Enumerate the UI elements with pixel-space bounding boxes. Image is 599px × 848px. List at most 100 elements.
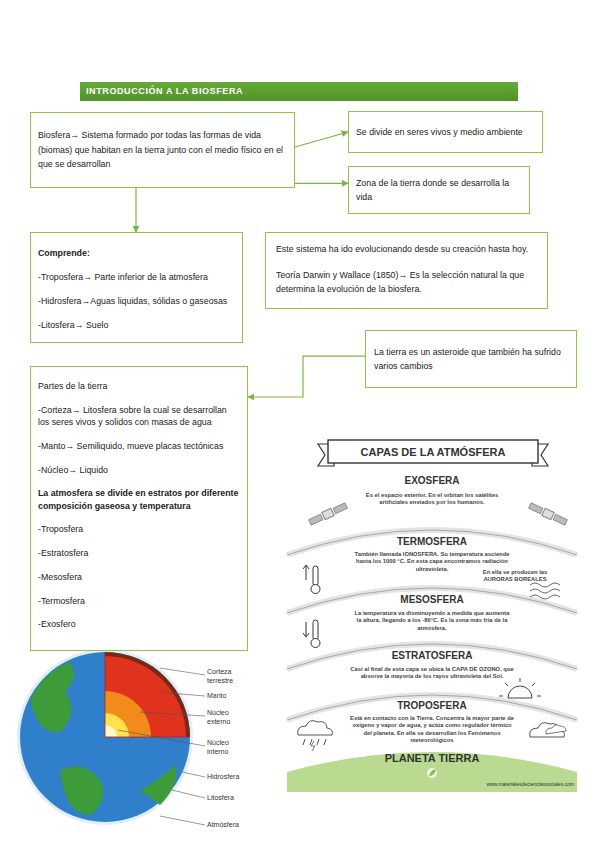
- satellite-panel: [309, 514, 323, 525]
- box-line: -Estratosfera: [38, 547, 240, 560]
- layer-name: TERMOSFERA: [372, 536, 492, 549]
- part-name: Hidrosfera: [207, 773, 257, 782]
- earth-ocean: [20, 652, 190, 822]
- continent: [140, 765, 176, 805]
- aurora-icon: [530, 583, 560, 599]
- leader-lines: [118, 668, 205, 825]
- title-bar: INTRODUCCIÓN A LA BIOSFERA: [80, 82, 518, 101]
- satellite-body: [542, 508, 554, 519]
- thermometer-tube: [313, 620, 318, 640]
- box-line: -Corteza→ Litosfera sobre la cual se des…: [38, 404, 240, 429]
- aurora-wave: [530, 589, 560, 593]
- cloud-shape: [298, 721, 333, 735]
- atmosphere-halo: [17, 649, 193, 825]
- earth-crust: [105, 652, 190, 737]
- concept-box: Este sistema ha ido evolucionando desde …: [265, 232, 548, 309]
- aurora-wave: [530, 595, 560, 599]
- satellite-panel: [529, 503, 543, 514]
- layer-boundary: [287, 644, 577, 669]
- continent: [60, 767, 103, 815]
- sun-icon: [499, 678, 541, 698]
- box-line: -Litosfera→ Suelo: [38, 318, 235, 332]
- box-line: -Troposfera: [38, 523, 240, 536]
- concept-box: Biosfera→ Sistema formado por todas las …: [30, 112, 295, 188]
- concept-box: La tierra es un asteroide que también ha…: [365, 330, 577, 388]
- layer-description: Está en contacto con la Tierra. Concentr…: [350, 715, 514, 744]
- layer-shadow: [287, 644, 577, 669]
- box-line: Teoría Darwin y Wallace (1850)→ Es la se…: [276, 268, 537, 297]
- box-line: -Manto→ Semiliquido, mueve placas tectón…: [38, 440, 240, 453]
- earth-mantle: [105, 656, 186, 737]
- lightning: [311, 741, 315, 751]
- layer-boundary: [287, 588, 577, 613]
- box-text: Este sistema ha ido evolucionando desde …: [276, 242, 537, 257]
- leader-line: [182, 772, 205, 777]
- thermometer-icon: [303, 620, 320, 648]
- atmosphere-layers: [287, 440, 577, 792]
- box-text: La tierra es un asteroide que también ha…: [374, 345, 568, 373]
- sun-rays: [499, 678, 541, 696]
- leader-line: [118, 730, 205, 746]
- layer-name: ESTRATOSFERA: [362, 650, 502, 663]
- layer-description: La temperatura va disminuyendo a medida …: [352, 610, 512, 632]
- part-name: Núcleo interno: [207, 739, 249, 757]
- satellite-icon: [308, 502, 348, 526]
- layer-note: En ella se producen las AURORAS BOREALES: [478, 569, 552, 584]
- satellite-body: [322, 508, 334, 519]
- box-text: Comprende:: [38, 246, 235, 260]
- connector-arrow: [135, 188, 136, 232]
- leader-line: [172, 790, 205, 798]
- leader-line: [140, 712, 205, 716]
- inner-core: [105, 713, 129, 737]
- box-text: Partes de la tierra: [38, 380, 240, 393]
- thermometer-icon: [303, 565, 320, 594]
- satellite-panel: [333, 503, 347, 514]
- box-text: Zona de la tierra donde se desarrolla la…: [356, 176, 522, 204]
- up-arrow: [303, 565, 309, 580]
- box-line: -Hidrosfera→Aguas liquidas, sólidas o ga…: [38, 294, 235, 308]
- aurora-wave: [530, 583, 560, 587]
- box-line: -Troposfera→ Parte inferior de la atmosf…: [38, 270, 235, 284]
- connector-arrow: [248, 356, 365, 397]
- layer-description: Casi al final de esta capa se ubica la C…: [350, 666, 514, 681]
- cut-edge: [105, 652, 190, 737]
- planet-ground: [287, 752, 577, 792]
- rain-drops: [303, 739, 326, 745]
- layer-shadow: [287, 588, 577, 613]
- part-name: Corteza terrestre: [207, 668, 249, 686]
- box-line: -Exosfero: [38, 618, 240, 631]
- satellite-panel: [553, 514, 567, 525]
- cloud-icon: [530, 723, 566, 737]
- layer-description: Es el espacio exterior. En el orbitan lo…: [352, 492, 512, 507]
- leader-line: [158, 692, 205, 696]
- earth-illustration: [17, 649, 193, 825]
- watermark: www.materialesdecienciassociales.com: [440, 781, 574, 787]
- layer-name: MESOSFERA: [372, 594, 492, 607]
- leader-line: [160, 668, 205, 675]
- title-text: INTRODUCCIÓN A LA BIOSFERA: [86, 86, 512, 96]
- thermometer-tube: [313, 566, 318, 586]
- down-arrow: [303, 622, 309, 637]
- concept-box: Zona de la tierra donde se desarrolla la…: [348, 166, 530, 214]
- cloud-icon: [298, 721, 333, 751]
- part-name: Litosfera: [207, 794, 257, 803]
- thermometer-bulb: [311, 639, 320, 648]
- box-line: La atmosfera se divide en estratos por d…: [38, 487, 240, 512]
- ribbon-banner: [328, 440, 538, 463]
- layer-name: EXOSFERA: [382, 475, 482, 488]
- part-name: Manto: [207, 692, 249, 701]
- part-name: Núcleo externo: [207, 709, 249, 727]
- sun-disc: [508, 686, 532, 698]
- box-line: -Mesosfera: [38, 571, 240, 584]
- connector-arrow: [295, 183, 348, 184]
- continent: [30, 662, 74, 733]
- box-line: -Termosfera: [38, 595, 240, 608]
- layer-name: TROPOSFERA: [372, 700, 492, 713]
- leader-line: [160, 816, 205, 825]
- planet-icon: [427, 768, 437, 778]
- connector-arrow: [295, 132, 348, 147]
- satellite-icon: [528, 502, 568, 526]
- concept-box: Partes de la tierra -Corteza→ Litosfera s…: [30, 366, 248, 651]
- box-text: Se divide en seres vivos y medio ambient…: [356, 125, 535, 139]
